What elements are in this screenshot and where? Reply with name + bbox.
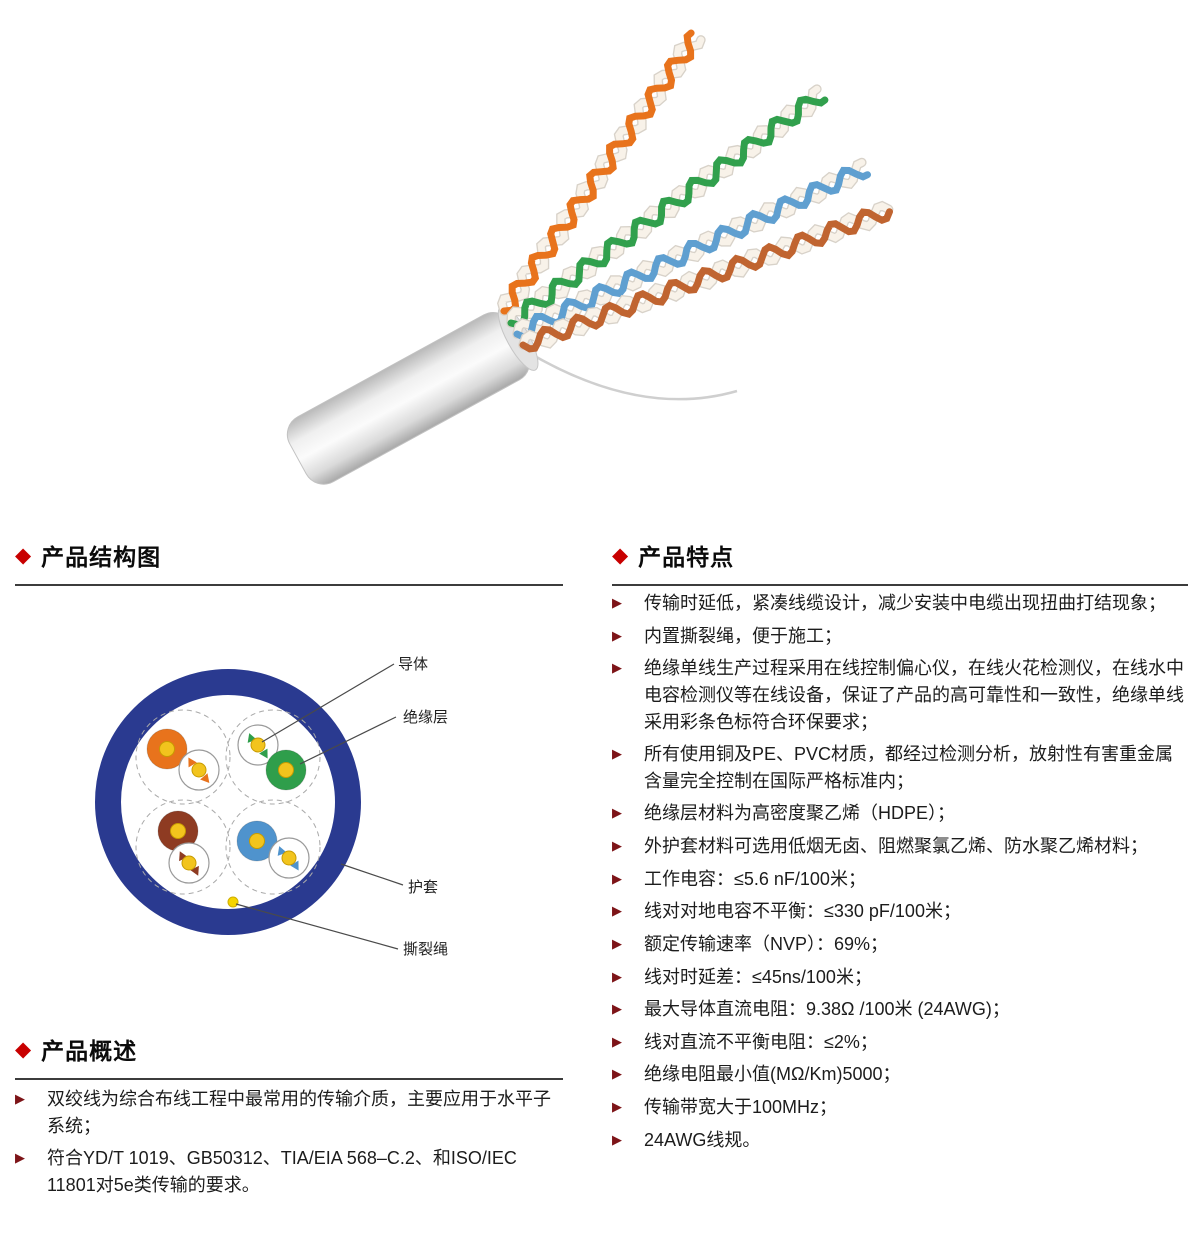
feature-text: 内置撕裂绳，便于施工； — [644, 625, 842, 646]
feature-item: ▶ 传输带宽大于100MHz； — [612, 1094, 1188, 1121]
conductor-core — [159, 741, 175, 757]
leader-line-ripcord — [235, 903, 399, 950]
feature-text: 所有使用铜及PE、PVC材质，都经过检测分析，放射性有害重金属含量完全控制在国际… — [644, 744, 1174, 791]
diamond-icon: ◆ — [15, 1037, 32, 1061]
overview-text: 双绞线为综合布线工程中最常用的传输介质，主要应用于水平子系统； — [47, 1089, 551, 1136]
feature-item: ▶ 线对直流不平衡电阻：≤2%； — [612, 1029, 1188, 1056]
triangle-bullet-icon: ▶ — [612, 1033, 622, 1049]
pair-brown-group — [157, 810, 210, 884]
label-conductor: 导体 — [398, 656, 428, 673]
conductor-core — [278, 762, 294, 778]
conductor-core — [249, 833, 265, 849]
leader-line-conductor — [261, 663, 395, 743]
feature-text: 24AWG线规。 — [644, 1129, 761, 1150]
structure-section-title: 产品结构图 — [41, 544, 162, 570]
structure-section-header: ◆ 产品结构图 — [15, 538, 563, 586]
cable-cross-section-diagram: 导体 绝缘层 护套 撕裂绳 — [95, 656, 448, 958]
features-section-title: 产品特点 — [638, 544, 735, 570]
feature-text: 线对时延差：≤45ns/100米； — [644, 966, 872, 987]
triangle-bullet-icon: ▶ — [612, 627, 622, 643]
feature-item: ▶ 内置撕裂绳，便于施工； — [612, 623, 1188, 650]
pair-brown-dash — [135, 799, 231, 895]
feature-text: 最大导体直流电阻：9.38Ω /100米 (24AWG)； — [644, 999, 1010, 1020]
feature-item: ▶ 所有使用铜及PE、PVC材质，都经过检测分析，放射性有害重金属含量完全控制在… — [612, 741, 1188, 794]
overview-text: 符合YD/T 1019、GB50312、TIA/EIA 568–C.2、和ISO… — [47, 1148, 517, 1195]
pair-green-dash — [225, 709, 321, 805]
overview-section-title: 产品概述 — [41, 1038, 138, 1064]
triangle-bullet-icon: ▶ — [612, 935, 622, 951]
triangle-bullet-icon: ▶ — [612, 805, 622, 821]
leader-line-insulation — [299, 716, 397, 765]
triangle-bullet-icon: ▶ — [612, 1099, 622, 1114]
conductor-core — [181, 855, 197, 871]
triangle-bullet-icon: ▶ — [612, 746, 622, 762]
overview-item: ▶ 符合YD/T 1019、GB50312、TIA/EIA 568–C.2、和I… — [15, 1145, 563, 1198]
triangle-bullet-icon: ▶ — [612, 595, 622, 610]
cable-photo — [286, 29, 894, 485]
feature-item: ▶ 24AWG线规。 — [612, 1127, 1188, 1154]
rip-cord-dot — [227, 896, 239, 908]
feature-item: ▶ 最大导体直流电阻：9.38Ω /100米 (24AWG)； — [612, 996, 1188, 1023]
feature-text: 绝缘电阻最小值(MΩ/Km)5000； — [644, 1064, 901, 1085]
twisted-pairs — [497, 29, 894, 353]
overview-list: ▶ 双绞线为综合布线工程中最常用的传输介质，主要应用于水平子系统； ▶ 符合YD… — [15, 1086, 563, 1205]
feature-text: 传输带宽大于100MHz； — [644, 1097, 838, 1117]
feature-item: ▶ 线对对地电容不平衡：≤330 pF/100米； — [612, 898, 1188, 925]
feature-item: ▶ 线对时延差：≤45ns/100米； — [612, 964, 1188, 991]
triangle-bullet-icon: ▶ — [15, 1091, 25, 1106]
feature-text: 外护套材料可选用低烟无卤、阻燃聚氯乙烯、防水聚乙烯材料； — [644, 836, 1148, 856]
conductor-core — [250, 737, 266, 753]
triangle-bullet-icon: ▶ — [612, 1066, 622, 1082]
triangle-bullet-icon: ▶ — [612, 1001, 622, 1017]
feature-text: 线对直流不平衡电阻：≤2%； — [644, 1031, 878, 1052]
feature-item: ▶ 绝缘层材料为高密度聚乙烯（HDPE）； — [612, 800, 1188, 827]
feature-item: ▶ 传输时延低，紧凑线缆设计，减少安装中电缆出现扭曲打结现象； — [612, 590, 1188, 617]
diamond-icon: ◆ — [612, 543, 629, 567]
feature-text: 额定传输速率（NVP）：69%； — [644, 933, 889, 954]
overview-section-header: ◆ 产品概述 — [15, 1032, 563, 1080]
triangle-bullet-icon: ▶ — [15, 1150, 25, 1166]
pair-orange-group — [146, 728, 220, 791]
triangle-bullet-icon: ▶ — [612, 838, 622, 853]
triangle-bullet-icon: ▶ — [612, 1131, 622, 1147]
pair-blue-dash — [225, 799, 321, 895]
feature-item: ▶ 绝缘电阻最小值(MΩ/Km)5000； — [612, 1061, 1188, 1088]
feature-text: 绝缘层材料为高密度聚乙烯（HDPE）； — [644, 803, 956, 824]
pair-orange-dash — [135, 709, 231, 805]
conductor-core — [191, 762, 207, 778]
features-section-header: ◆ 产品特点 — [612, 538, 1188, 586]
feature-text: 工作电容：≤5.6 nF/100米； — [644, 868, 866, 889]
rip-cord-strand — [525, 349, 738, 401]
features-list: ▶ 传输时延低，紧凑线缆设计，减少安装中电缆出现扭曲打结现象； ▶ 内置撕裂绳，… — [612, 590, 1188, 1159]
triangle-bullet-icon: ▶ — [612, 870, 622, 886]
conductor-core — [281, 850, 297, 866]
jacket-ring — [95, 669, 361, 935]
label-ripcord: 撕裂绳 — [403, 941, 448, 958]
diamond-icon: ◆ — [15, 543, 32, 567]
feature-text: 传输时延低，紧凑线缆设计，减少安装中电缆出现扭曲打结现象； — [644, 593, 1166, 613]
pair-green-group — [237, 724, 307, 791]
feature-item: ▶ 额定传输速率（NVP）：69%； — [612, 931, 1188, 958]
label-jacket: 护套 — [408, 879, 438, 896]
feature-item: ▶ 工作电容：≤5.6 nF/100米； — [612, 866, 1188, 893]
cable-jacket-cylinder — [286, 305, 539, 485]
triangle-bullet-icon: ▶ — [612, 903, 622, 919]
feature-text: 绝缘单线生产过程采用在线控制偏心仪，在线火花检测仪，在线水中电容检测仪等在线设备… — [644, 658, 1184, 732]
feature-text: 线对对地电容不平衡：≤330 pF/100米； — [644, 901, 961, 922]
feature-item: ▶ 绝缘单线生产过程采用在线控制偏心仪，在线火花检测仪，在线水中电容检测仪等在线… — [612, 655, 1188, 735]
overview-item: ▶ 双绞线为综合布线工程中最常用的传输介质，主要应用于水平子系统； — [15, 1086, 563, 1139]
pair-blue-group — [236, 820, 310, 879]
feature-item: ▶ 外护套材料可选用低烟无卤、阻燃聚氯乙烯、防水聚乙烯材料； — [612, 833, 1188, 860]
triangle-bullet-icon: ▶ — [612, 660, 622, 676]
label-insulation: 绝缘层 — [403, 709, 448, 726]
triangle-bullet-icon: ▶ — [612, 968, 622, 984]
conductor-core — [170, 823, 186, 839]
leader-line-jacket — [340, 863, 404, 886]
